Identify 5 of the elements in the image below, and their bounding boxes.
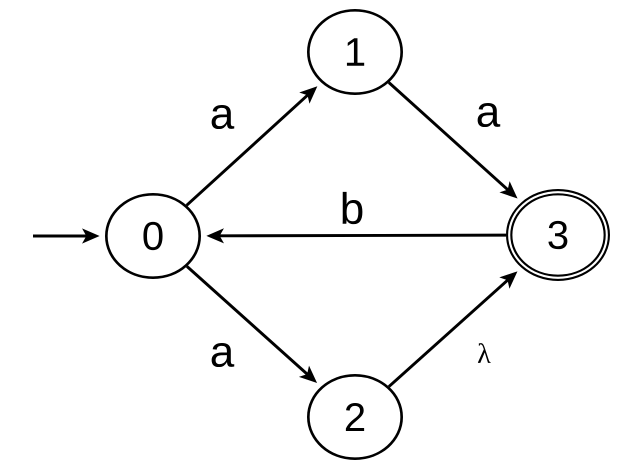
edge-label: a bbox=[208, 104, 236, 130]
edge-label: b bbox=[338, 190, 366, 226]
edge-label: a bbox=[474, 102, 502, 128]
edge-label: a bbox=[208, 342, 236, 368]
edge-label: λ bbox=[476, 342, 492, 364]
